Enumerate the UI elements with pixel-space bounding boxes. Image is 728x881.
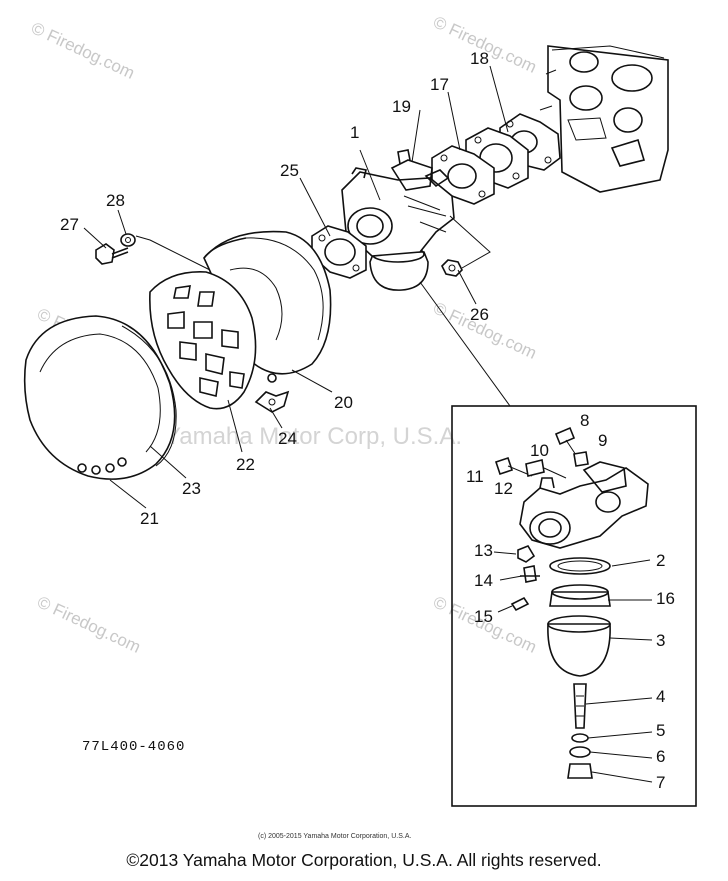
callout-2: 2 [656, 551, 665, 570]
watermark-corp: Yamaha Motor Corp, U.S.A. [165, 423, 462, 450]
callout-23: 23 [182, 479, 201, 498]
copyright-notice: ©2013 Yamaha Motor Corporation, U.S.A. A… [126, 850, 602, 870]
callout-7: 7 [656, 773, 665, 792]
carburetor-detail-box [451, 405, 697, 807]
washer-28-illustration [120, 233, 211, 271]
callout-20: 20 [334, 393, 353, 412]
callout-22: 22 [236, 455, 255, 474]
callout-24: 24 [278, 429, 297, 448]
callout-16: 16 [656, 589, 675, 608]
callout-3: 3 [656, 631, 665, 650]
callout-5: 5 [656, 721, 665, 740]
leader-lines [83, 65, 511, 509]
nut-26-illustration [441, 215, 491, 277]
wing-nut-24-illustration [254, 390, 290, 413]
callout-21: 21 [140, 509, 159, 528]
callout-6: 6 [656, 747, 665, 766]
small-credit: (c) 2005-2015 Yamaha Motor Corporation, … [258, 833, 411, 840]
callout-15: 15 [474, 607, 493, 626]
callout-11: 11 [466, 467, 484, 486]
callout-10: 10 [530, 441, 549, 460]
carburetor-illustration [341, 149, 455, 291]
callout-9: 9 [598, 431, 607, 450]
callout-17: 17 [430, 75, 449, 94]
air-cleaner-cover-21-illustration [23, 315, 177, 480]
callout-19: 19 [392, 97, 411, 116]
callout-14: 14 [474, 571, 493, 590]
watermark-firedog-5: © Firedog.com [34, 592, 143, 656]
callout-12: 12 [494, 479, 513, 498]
callout-28: 28 [106, 191, 125, 210]
air-filter-element-22-illustration [149, 271, 257, 410]
callout-18: 18 [470, 49, 489, 68]
diagram-part-number: 77L400-4060 [82, 739, 185, 755]
engine-block-illustration [539, 45, 669, 193]
callout-26: 26 [470, 305, 489, 324]
callout-13: 13 [474, 541, 493, 560]
watermark-firedog-1: © Firedog.com [28, 18, 137, 82]
callout-27: 27 [60, 215, 79, 234]
bolt-27-illustration [95, 243, 129, 265]
callout-4: 4 [656, 687, 665, 706]
callout-8: 8 [580, 411, 589, 430]
callout-labels: 1 17 18 19 25 28 27 26 20 24 22 23 21 8 … [60, 49, 675, 792]
callout-25: 25 [280, 161, 299, 180]
callout-1: 1 [350, 123, 359, 142]
